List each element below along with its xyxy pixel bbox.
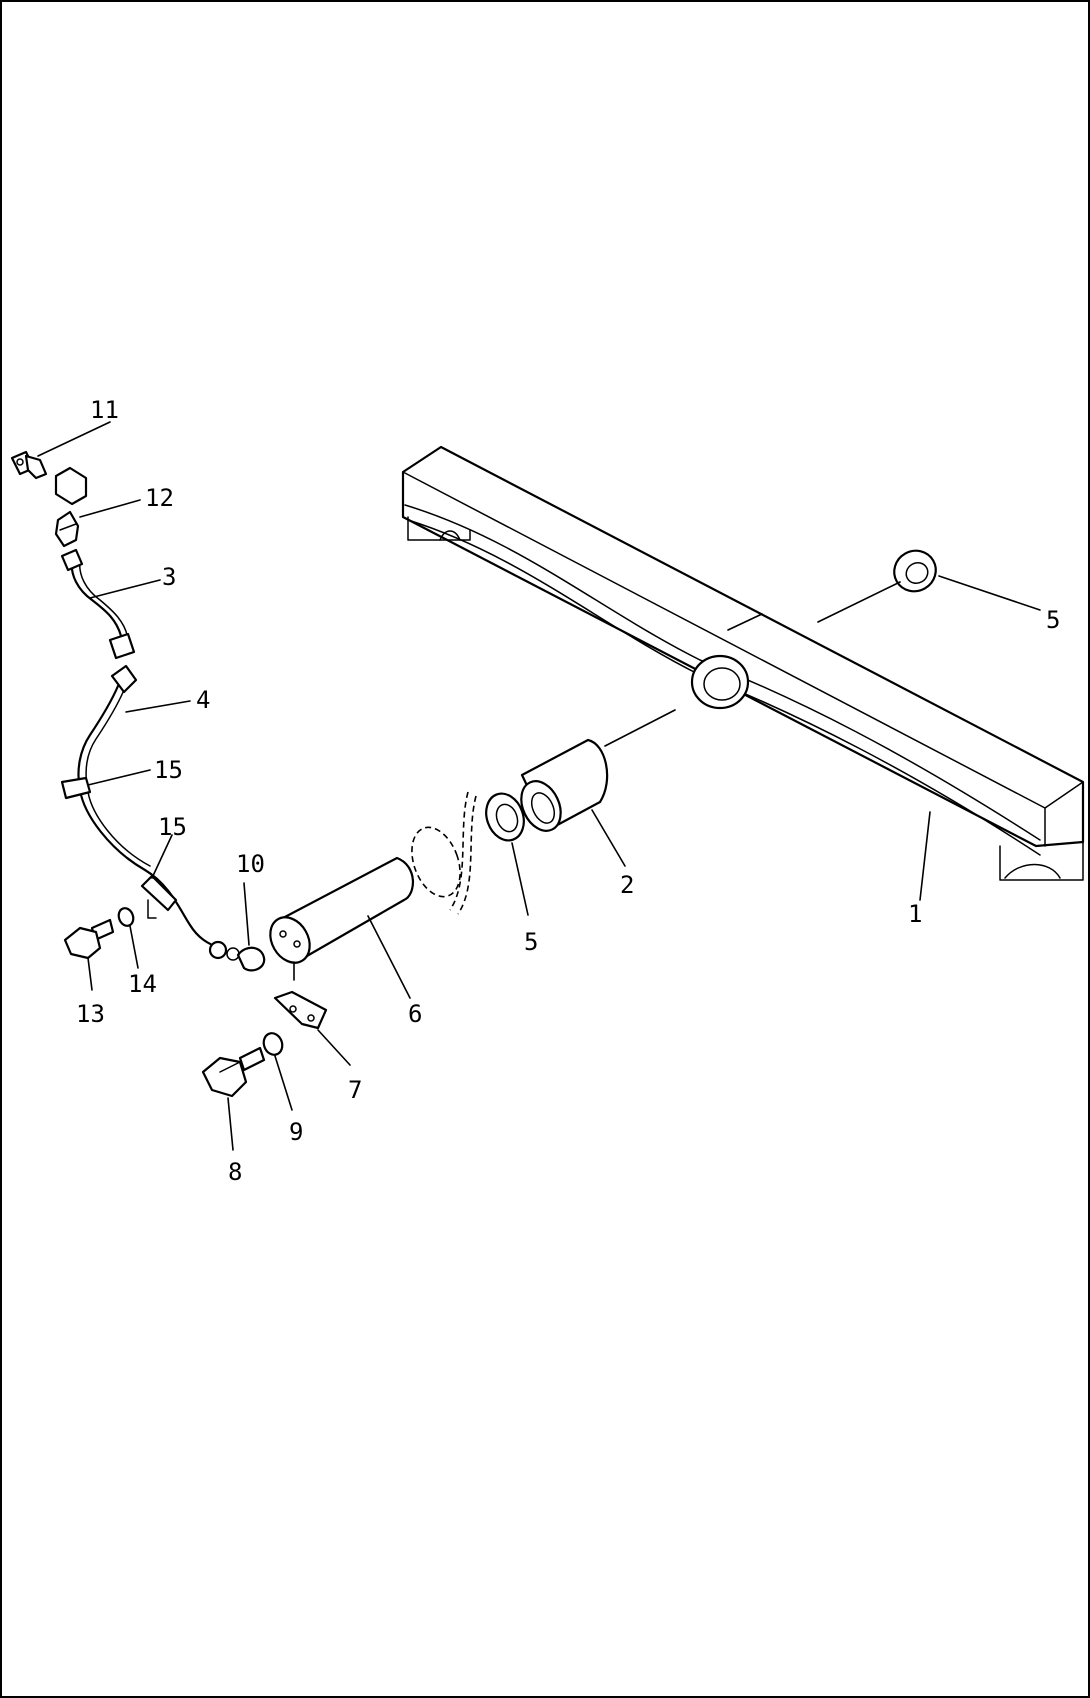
seal-part-5-right (893, 549, 937, 593)
washer-part-9 (262, 1032, 284, 1056)
callout-10: 10 (236, 850, 265, 878)
bushing-part-2 (520, 738, 609, 832)
grease-tube-part-4 (77, 664, 228, 960)
callout-3: 3 (162, 563, 176, 591)
callout-2: 2 (620, 871, 634, 899)
callout-15-upper: 15 (154, 756, 183, 784)
callout-13: 13 (76, 1000, 105, 1028)
callout-12: 12 (145, 484, 174, 512)
callout-7: 7 (348, 1076, 362, 1104)
callout-5-right: 5 (1046, 606, 1060, 634)
pin-part-6 (269, 856, 415, 964)
callout-1: 1 (908, 900, 922, 928)
cap (54, 466, 88, 506)
equalizer-bar-part-1 (401, 445, 1085, 881)
callout-4: 4 (196, 686, 210, 714)
clip-part-15-upper (60, 776, 92, 800)
elbow-fitting-part-10 (226, 946, 266, 972)
lock-plate-part-7 (273, 990, 328, 1030)
callout-8: 8 (228, 1158, 242, 1186)
washer-part-14 (117, 907, 135, 927)
callout-14: 14 (128, 970, 157, 998)
callout-5-middle: 5 (524, 928, 538, 956)
callout-15-lower: 15 (158, 813, 187, 841)
callouts: 1 2 3 4 5 5 6 7 8 9 10 11 12 13 14 15 15 (76, 396, 1060, 1186)
hidden-bore-outline (411, 791, 477, 915)
leader-lines (37, 421, 1041, 1151)
grease-nipple-part-11 (10, 450, 48, 480)
bolt-part-8 (201, 1046, 266, 1098)
seal-part-5-middle (485, 792, 525, 842)
grease-tube-part-3 (60, 548, 136, 660)
bolt-part-13 (63, 918, 115, 960)
callout-11: 11 (90, 396, 119, 424)
fitting-part-12 (54, 510, 80, 548)
callout-6: 6 (408, 1000, 422, 1028)
callout-9: 9 (289, 1118, 303, 1146)
clip-part-15-lower (140, 874, 178, 919)
